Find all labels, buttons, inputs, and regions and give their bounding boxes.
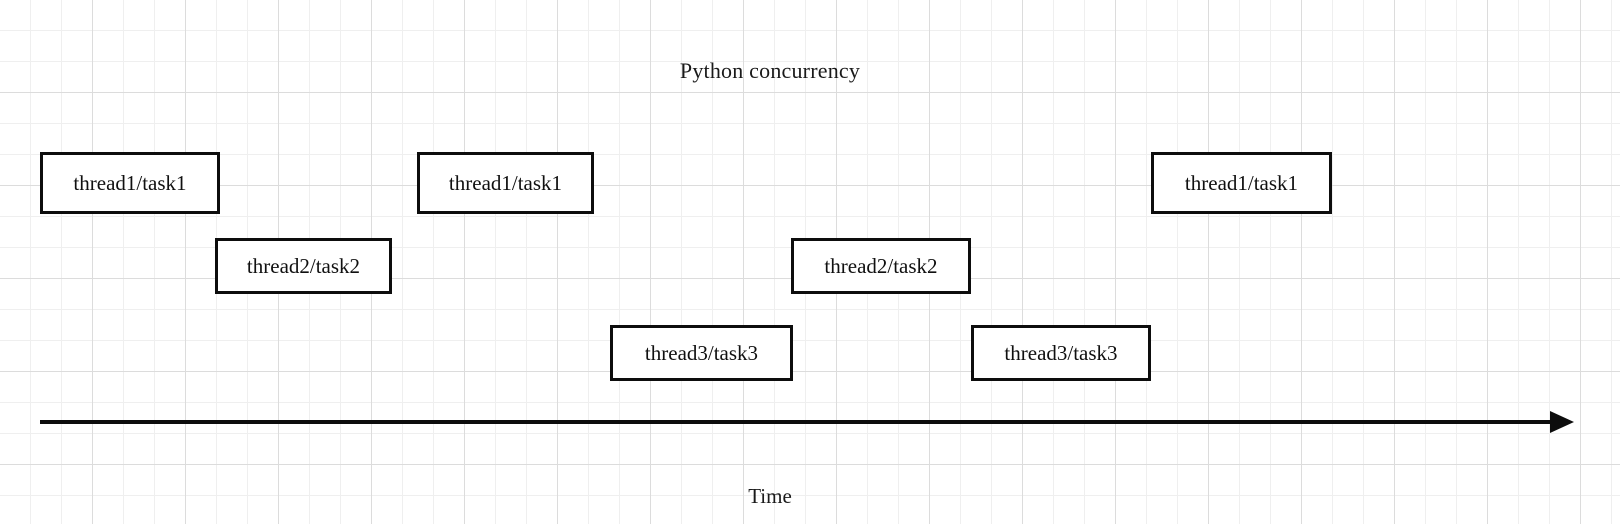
time-axis-label: Time [748,484,792,508]
task-box-thread1-task1-2[interactable]: thread1/task1 [417,152,594,214]
task-box-thread3-task3-2[interactable]: thread3/task3 [971,325,1151,381]
task-box-thread3-task3-1[interactable]: thread3/task3 [610,325,793,381]
diagram-title: Python concurrency [679,58,861,83]
right-arrow-icon [1550,411,1574,433]
time-axis-line [40,420,1552,424]
task-box-thread2-task2-1[interactable]: thread2/task2 [215,238,392,294]
task-box-thread1-task1-1[interactable]: thread1/task1 [40,152,220,214]
task-box-thread2-task2-2[interactable]: thread2/task2 [791,238,971,294]
task-box-thread1-task1-3[interactable]: thread1/task1 [1151,152,1332,214]
